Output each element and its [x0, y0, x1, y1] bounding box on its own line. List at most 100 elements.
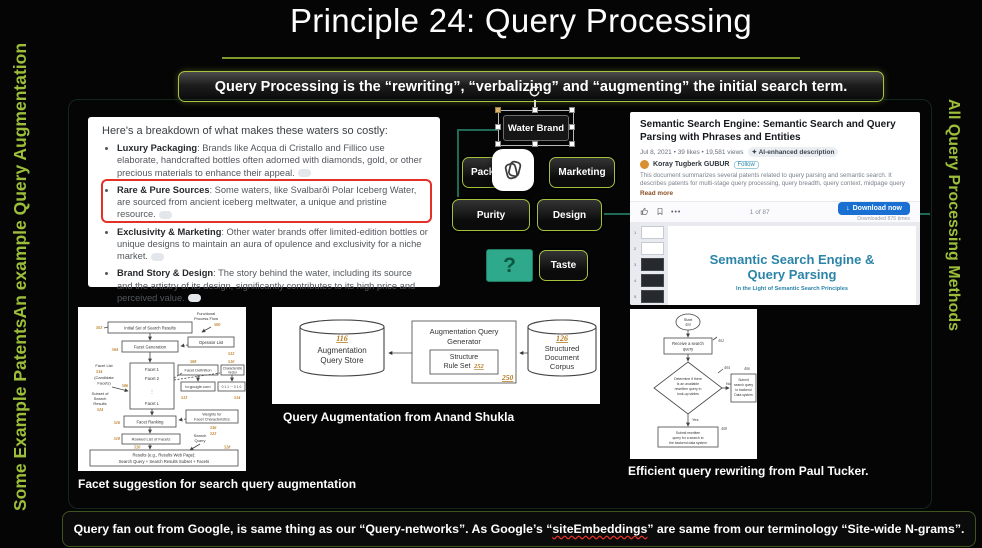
svg-text:532: 532 [228, 351, 234, 356]
query-rewriting-figure: Start 400 Receive a search query 402 Det… [630, 309, 757, 459]
svg-text:522: 522 [210, 431, 216, 436]
slideshare-description: This document summarizes several patents… [640, 172, 905, 189]
slide-stage: Semantic Search Engine &Query Parsing In… [668, 226, 916, 305]
svg-text:Facet Generation: Facet Generation [134, 345, 167, 350]
footer-highlight-word: siteEmbeddings [552, 522, 648, 536]
svg-text:516: 516 [114, 420, 121, 425]
svg-text:404: 404 [724, 365, 730, 370]
slide-viewer: 1 2 3 4 5 6 Semantic Search Engine &Quer… [630, 222, 920, 305]
svg-text:514: 514 [234, 395, 240, 400]
slideshare-title: Semantic Search Engine: Semantic Search … [640, 119, 896, 143]
rotate-handle-icon[interactable] [527, 84, 542, 99]
slide-thumbnail[interactable] [641, 290, 664, 303]
svg-text:518: 518 [114, 436, 121, 441]
svg-text:is an available: is an available [677, 382, 699, 386]
svg-text:Corpus: Corpus [550, 362, 574, 371]
citation-link-icon[interactable] [151, 252, 164, 261]
read-more-link[interactable]: Read more [640, 190, 674, 197]
slide-thumbnail[interactable] [641, 258, 664, 271]
pagination-label: 1 of 87 [749, 208, 770, 216]
svg-text:the backend data system: the backend data system [669, 441, 707, 445]
ai-badge: ✦ AI-enhanced description [747, 147, 839, 157]
svg-text:Generator: Generator [447, 337, 481, 346]
svg-text:Facet List: Facet List [95, 363, 113, 368]
connector-line [457, 129, 498, 131]
follow-button[interactable]: Follow [733, 160, 759, 169]
rotate-handle-stick [534, 100, 536, 112]
svg-text:Data system: Data system [734, 393, 753, 397]
bookmark-icon[interactable] [656, 203, 664, 221]
selection-handle-se[interactable] [569, 141, 575, 147]
svg-text:400: 400 [685, 323, 691, 327]
svg-text:402: 402 [718, 338, 724, 343]
selection-handle-n[interactable] [532, 107, 538, 113]
svg-text:520: 520 [134, 445, 141, 450]
design-ideas-icon[interactable] [492, 149, 534, 191]
slideshare-meta: Jul 8, 2021 • 39 likes • 19,581 views [640, 148, 744, 156]
svg-text:500: 500 [214, 322, 221, 327]
slideshare-card: Semantic Search Engine: Semantic Search … [630, 112, 920, 305]
download-count: Downloaded 876 times [857, 216, 910, 222]
svg-text:508: 508 [190, 359, 197, 364]
mindmap-node-taste[interactable]: Taste [539, 250, 588, 281]
title-underline [222, 57, 800, 59]
slide-thumbnail[interactable] [641, 274, 664, 287]
selection-handle-ne[interactable] [569, 107, 575, 113]
citation-link-icon[interactable] [187, 294, 201, 303]
svg-text:to:google.com: to:google.com [185, 384, 211, 389]
selection-handle-nw[interactable] [495, 107, 501, 113]
svg-text:⋮: ⋮ [150, 389, 155, 395]
content-outline [68, 99, 932, 509]
svg-text:Augmentation: Augmentation [317, 346, 366, 355]
bullet-brand-story-design: Brand Story & Design: The story behind t… [117, 267, 428, 304]
deck-title: Semantic Search Engine &Query Parsing [709, 252, 875, 282]
footer-text-post: ” are same from our terminology “Site-wi… [647, 522, 965, 536]
mindmap-node-water-brand[interactable]: Water Brand [503, 115, 569, 141]
svg-text:Weights for: Weights for [202, 413, 222, 417]
svg-text:Initial Set of Search Results: Initial Set of Search Results [124, 326, 175, 331]
svg-text:Process Flow: Process Flow [194, 316, 218, 321]
citation-link-icon[interactable] [158, 210, 172, 219]
bullet-exclusivity-marketing: Exclusivity & Marketing: Other water bra… [117, 226, 428, 263]
svg-text:Query Store: Query Store [320, 356, 364, 365]
selection-handle-w[interactable] [495, 124, 501, 130]
svg-text:Facet Ranking: Facet Ranking [137, 420, 165, 425]
svg-text:Search Query + Search Results: Search Query + Search Results Subset + F… [119, 459, 210, 464]
selection-handle-sw[interactable] [495, 141, 501, 147]
mindmap-node-marketing[interactable]: Marketing [549, 157, 615, 188]
selection-handle-s[interactable] [532, 141, 538, 147]
mindmap-question-box[interactable]: ? [486, 249, 533, 282]
mindmap-node-purity[interactable]: Purity [452, 199, 530, 231]
svg-text:Search: Search [194, 433, 207, 438]
svg-text:506: 506 [122, 383, 129, 388]
svg-text:Search: Search [94, 396, 107, 401]
svg-text:Query: Query [195, 438, 206, 443]
svg-text:Ranked List of Facets: Ranked List of Facets [132, 437, 171, 442]
svg-text:Augmentation Query: Augmentation Query [430, 327, 499, 336]
svg-text:524: 524 [97, 407, 103, 412]
author-name[interactable]: Koray Tugberk GUBUR [653, 161, 730, 168]
mindmap-node-design[interactable]: Design [537, 199, 602, 231]
svg-text:126: 126 [556, 334, 568, 343]
left-vertical-label: Some Example PatentsAn example Query Aug… [10, 42, 30, 512]
facet-figure-caption: Facet suggestion for search query augmen… [78, 477, 357, 491]
svg-text:406: 406 [744, 366, 750, 371]
svg-text:Document: Document [545, 353, 580, 362]
svg-text:Submit rewritten: Submit rewritten [676, 431, 701, 435]
like-icon[interactable] [640, 203, 649, 221]
svg-text:query: query [683, 347, 694, 352]
slide-thumbnail[interactable] [641, 226, 664, 239]
svg-text:Structured: Structured [545, 344, 580, 353]
svg-text:Operator List: Operator List [199, 340, 224, 345]
svg-text:rewritten query in: rewritten query in [675, 387, 702, 391]
citation-link-icon[interactable] [297, 169, 311, 178]
water-cost-note: Here's a breakdown of what makes these w… [88, 117, 440, 303]
avatar [640, 160, 649, 169]
more-options-button[interactable]: ••• [671, 208, 682, 216]
selection-handle-e[interactable] [569, 124, 575, 130]
footer-text-pre: Query fan out from Google, is same thing… [73, 522, 553, 536]
svg-text:Start: Start [684, 317, 693, 322]
svg-text:528: 528 [224, 445, 231, 450]
download-button[interactable]: ↓Download now [838, 202, 910, 215]
slide-thumbnail[interactable] [641, 242, 664, 255]
